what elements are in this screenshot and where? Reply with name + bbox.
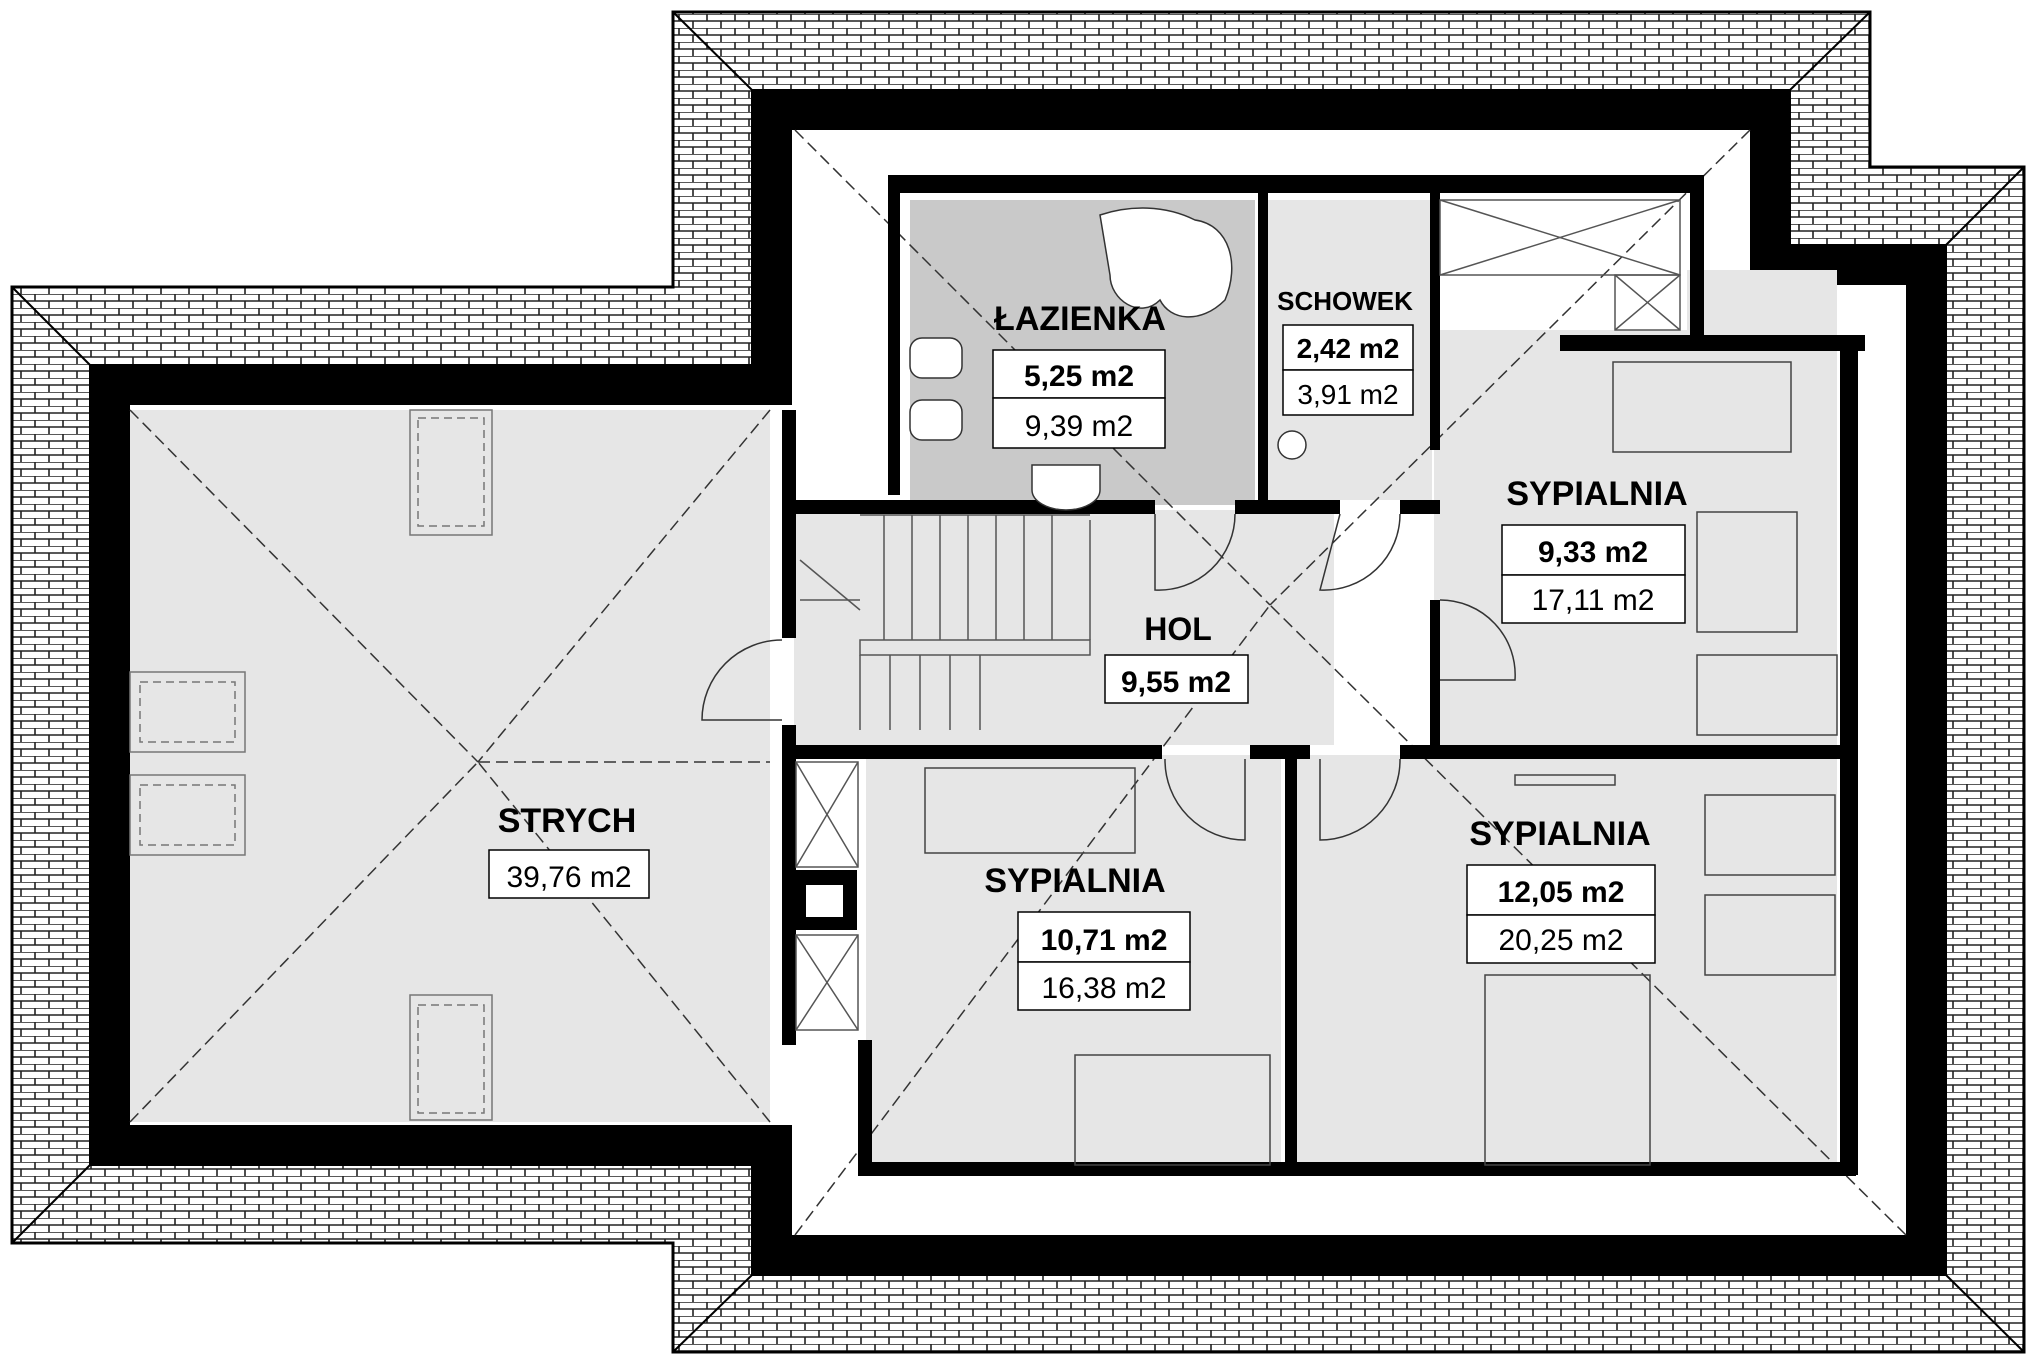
strych-total-area: 39,76 m2 (506, 861, 631, 894)
sypialnia-2-door[interactable] (1164, 758, 1246, 841)
hol-top-wall-right (1400, 500, 1440, 514)
sypialnia-2-3-wall (1285, 755, 1297, 1175)
hol-name: HOL (1144, 611, 1212, 647)
sypialnia-2-left-wall (858, 1040, 872, 1175)
staircase (799, 514, 1091, 730)
bed-sypialnia-1 (1612, 361, 1792, 453)
boiler-icon (1277, 430, 1307, 460)
lazienka-left-wall (888, 175, 900, 495)
schowek-total-area: 3,91 m2 (1297, 379, 1398, 410)
sypialnia-3-door[interactable] (1319, 758, 1401, 841)
bath-schowek-wall (1258, 185, 1268, 505)
sypialnia-1-name: SYPIALNIA (1506, 475, 1687, 513)
schowek-usable-area: 2,42 m2 (1297, 333, 1400, 364)
lazienka-total-area: 9,39 m2 (1025, 410, 1133, 443)
furniture (924, 361, 1838, 1166)
sypialnia-2-usable-area: 10,71 m2 (1041, 924, 1168, 957)
desk-sypialnia-3 (1704, 894, 1836, 976)
bed-sypialnia-3 (1484, 974, 1651, 1166)
strych-name: STRYCH (498, 802, 637, 840)
sypialnia-3-top-wall (1400, 745, 1855, 759)
schowek-name: SCHOWEK (1277, 286, 1413, 316)
sypialnia-1-left-wall-lower (1430, 600, 1440, 750)
sypialnia-1-total-area: 17,11 m2 (1532, 584, 1655, 617)
sypialnia-1-door[interactable] (1439, 599, 1516, 681)
radiator-icon (1514, 774, 1616, 786)
bed-sypialnia-2 (924, 767, 1136, 854)
closet-area (1437, 200, 1687, 330)
sypialnia-3-name: SYPIALNIA (1469, 815, 1650, 853)
desk-sypialnia-1 (1696, 511, 1798, 633)
toilet-icon (909, 337, 963, 379)
lazienka-usable-area: 5,25 m2 (1024, 360, 1134, 393)
closet-right-wall (1690, 175, 1704, 335)
upper-inner-wall (888, 175, 1703, 193)
schowek-door[interactable] (1319, 513, 1401, 591)
sypialnia-2-total-area: 16,38 m2 (1041, 972, 1166, 1005)
wardrobe-sypialnia-3 (1704, 794, 1836, 876)
bidet-icon (909, 399, 963, 441)
sypialnia-2-name: SYPIALNIA (984, 862, 1165, 900)
sypialnia-3-total-area: 20,25 m2 (1498, 924, 1623, 957)
hol-top-wall-left (795, 500, 1155, 514)
desk-sypialnia-2 (1074, 1054, 1271, 1166)
strych-door[interactable] (701, 639, 783, 721)
sypialnia-3-usable-area: 12,05 m2 (1498, 876, 1625, 909)
sink-icon (1031, 464, 1101, 511)
hol-west-wall-lower (782, 725, 796, 1045)
sypialnia-2-top-wall (782, 745, 1162, 759)
bath-door[interactable] (1154, 513, 1236, 591)
chimney-opening (806, 885, 843, 917)
room-labels: ŁAZIENKA 5,25 m2 9,39 m2 SCHOWEK 2,42 m2… (488, 286, 1688, 1011)
wardrobe-marks (795, 199, 1681, 1031)
sypialnia-1-top-wall (1560, 335, 1865, 351)
south-inner-wall (858, 1162, 1856, 1176)
hol-top-wall-mid (1235, 500, 1340, 514)
sypialnia-1-usable-area: 9,33 m2 (1538, 536, 1648, 569)
hol-usable-area: 9,55 m2 (1121, 666, 1231, 699)
roof-windows (129, 409, 493, 1121)
roof-ridges (129, 129, 1907, 1236)
doors (701, 513, 1516, 841)
bathroom-fixtures (909, 207, 1307, 511)
lazienka-name: ŁAZIENKA (994, 300, 1166, 338)
wardrobe-sypialnia-1 (1696, 654, 1838, 736)
bathtub-icon (1099, 207, 1233, 318)
hol-bottom-wall-mid (1250, 745, 1310, 759)
hol-west-wall-upper (782, 410, 796, 638)
schowek-right-wall (1430, 185, 1440, 450)
